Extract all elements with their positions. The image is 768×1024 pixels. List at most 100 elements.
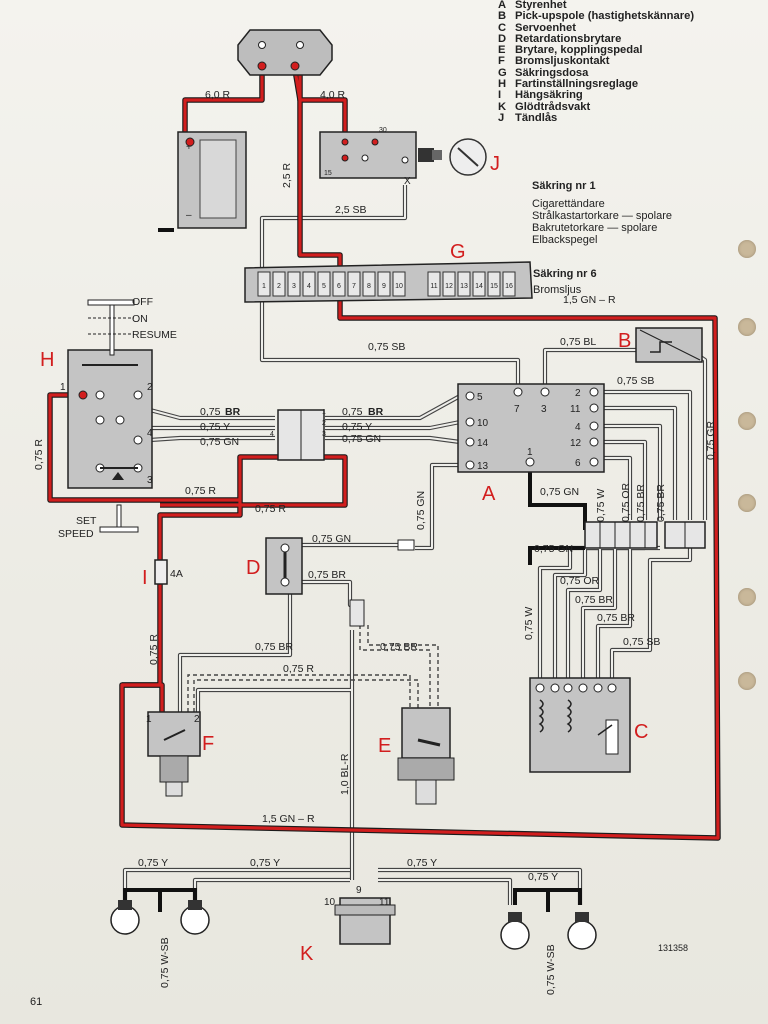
fuse-number: 8 [367,283,371,290]
connector-blocks [584,521,706,549]
fuse-cell [362,271,376,297]
page-number: 61 [30,996,43,1008]
a-pin-11: 11 [570,404,581,415]
fuse-6-item: Bromsljus [533,284,582,296]
fuse-number: 12 [445,283,453,290]
a-pin-6: 6 [575,458,581,469]
fuse-cell [427,271,441,297]
wire-y-r2 [378,877,513,905]
conn-pin-1: 1 [322,409,326,416]
wl-0-75-gn-d: 0,75 GN [312,533,351,545]
fuse-1-item: Bakrutetorkare — spolare [532,222,658,234]
fuse-number: 3 [292,283,296,290]
fuse-number: 6 [337,283,341,290]
wl-0-75-br-v1: 0,75 BR [635,484,647,522]
wl-1-0-bl-r: 1,0 BL-R [339,753,351,795]
wl-0-75-r-mid: 0,75 R [185,485,216,497]
wl-0-75-sb-right: 0,75 SB [617,375,654,387]
ign-30: 30 [379,127,387,134]
inline-connector [349,599,365,627]
label-g: G [450,241,466,263]
fuse-cell [272,271,286,297]
fuse-1-item: Elbackspegel [532,234,598,246]
wl-0-75-y-2: 0,75 Y [250,857,280,869]
retard-switch [265,537,415,595]
harness-connector [277,409,325,461]
fuse-number: 2 [277,283,281,290]
fuse-number: 1 [262,283,266,290]
wl-w-sb-1: 0,75 W-SB [159,937,171,988]
conn-pin-3: 3 [322,431,326,438]
fuse-cell [332,271,346,297]
wl-1-5-gn-r-bottom: 1,5 GN – R [262,813,315,825]
fuse-number: 7 [352,283,356,290]
label-f: F [202,733,214,755]
wl-0-75-br-d: 0,75 BR [308,569,346,581]
fuse-cell [487,271,501,297]
fuse-number: 4 [307,283,311,290]
fuse-cell [392,271,406,297]
fuse-cell [502,271,516,297]
ground-wires [123,228,587,912]
fuse-number: 9 [382,283,386,290]
punch-hole [738,318,756,336]
wl-0-75-gn-vert: 0,75 GN [415,491,427,530]
ign-15: 15 [324,170,332,177]
battery: + – [177,131,247,229]
label-d: D [246,557,260,579]
fuse-cell [287,271,301,297]
wl-1-5-gn-r-top: 1,5 GN – R [563,294,616,306]
fuse-cell [457,271,471,297]
wl-y-2: 0,75 Y [342,421,372,433]
cruise-switch [67,299,153,533]
h-pin-1: 1 [60,382,66,393]
fuse-rating: 4A [170,568,183,580]
bulb-monitor [334,897,396,945]
wl-br-1b: BR [225,406,241,418]
wire-0-75-r [122,455,347,687]
wire-to-k [195,687,352,712]
wl-0-75-or-v: 0,75 OR [620,482,632,522]
wl-0-75-br-v2: 0,75 BR [655,484,667,522]
a-pin-10: 10 [477,418,489,429]
wl-0-75-gn-w: 0,75 GN [540,486,579,498]
control-unit [457,383,605,473]
wl-0-75-gn-c: 0,75 GN [534,543,573,555]
conn-pin-4: 4 [270,431,274,438]
a-pin-12: 12 [570,438,582,449]
wl-w-sb-2: 0,75 W-SB [545,944,557,995]
h-pin-3: 3 [147,475,153,486]
pos-resume: RESUME [132,329,177,341]
wl-2-5-sb: 2,5 SB [335,204,367,216]
wl-0-75-r-left: 0,75 R [33,439,45,470]
fuse-number: 11 [430,283,437,290]
label-a: A [482,483,496,505]
pos-speed: SPEED [58,528,94,540]
wl-0-75-r-i: 0,75 R [148,634,160,665]
fuse-cell [317,271,331,297]
wire-4-0-r [293,69,347,140]
wl-0-75-w: 0,75 W [595,489,607,522]
brake-switch [147,711,201,797]
power-wires [48,69,720,840]
a-pin-4: 4 [575,422,581,433]
k-pin-11: 11 [379,897,390,908]
fuse-1-item: Cigarettändare [532,198,605,210]
punch-hole [738,588,756,606]
servo-unit [529,677,631,773]
fuse-cell [442,271,456,297]
punch-hole [738,240,756,258]
fuse-cell [347,271,361,297]
inline-fuse [154,559,168,585]
wl-0-75-sb-c: 0,75 SB [623,636,660,648]
label-e: E [378,735,391,757]
pos-off: OFF [132,296,153,308]
fuse-number: 5 [322,283,326,290]
